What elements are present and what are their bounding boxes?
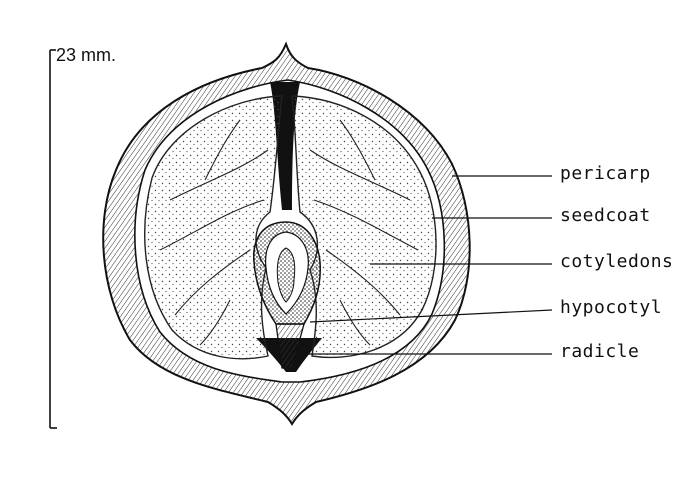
label-radicle: radicle: [560, 341, 640, 362]
label-cotyledons: cotyledons: [560, 251, 674, 272]
cotyledon-veins: [159, 119, 419, 346]
embryo-core: [276, 247, 296, 303]
label-hypocotyl: hypocotyl: [560, 297, 663, 318]
label-seedcoat: seedcoat: [560, 205, 651, 226]
hypocotyl-leader: [309, 309, 553, 323]
scale-bar: [49, 49, 57, 429]
label-pericarp: pericarp: [560, 163, 651, 184]
radicle-shape: [275, 323, 305, 369]
scale-label: 23 mm.: [56, 45, 117, 65]
left-cotyledon: [144, 95, 283, 360]
